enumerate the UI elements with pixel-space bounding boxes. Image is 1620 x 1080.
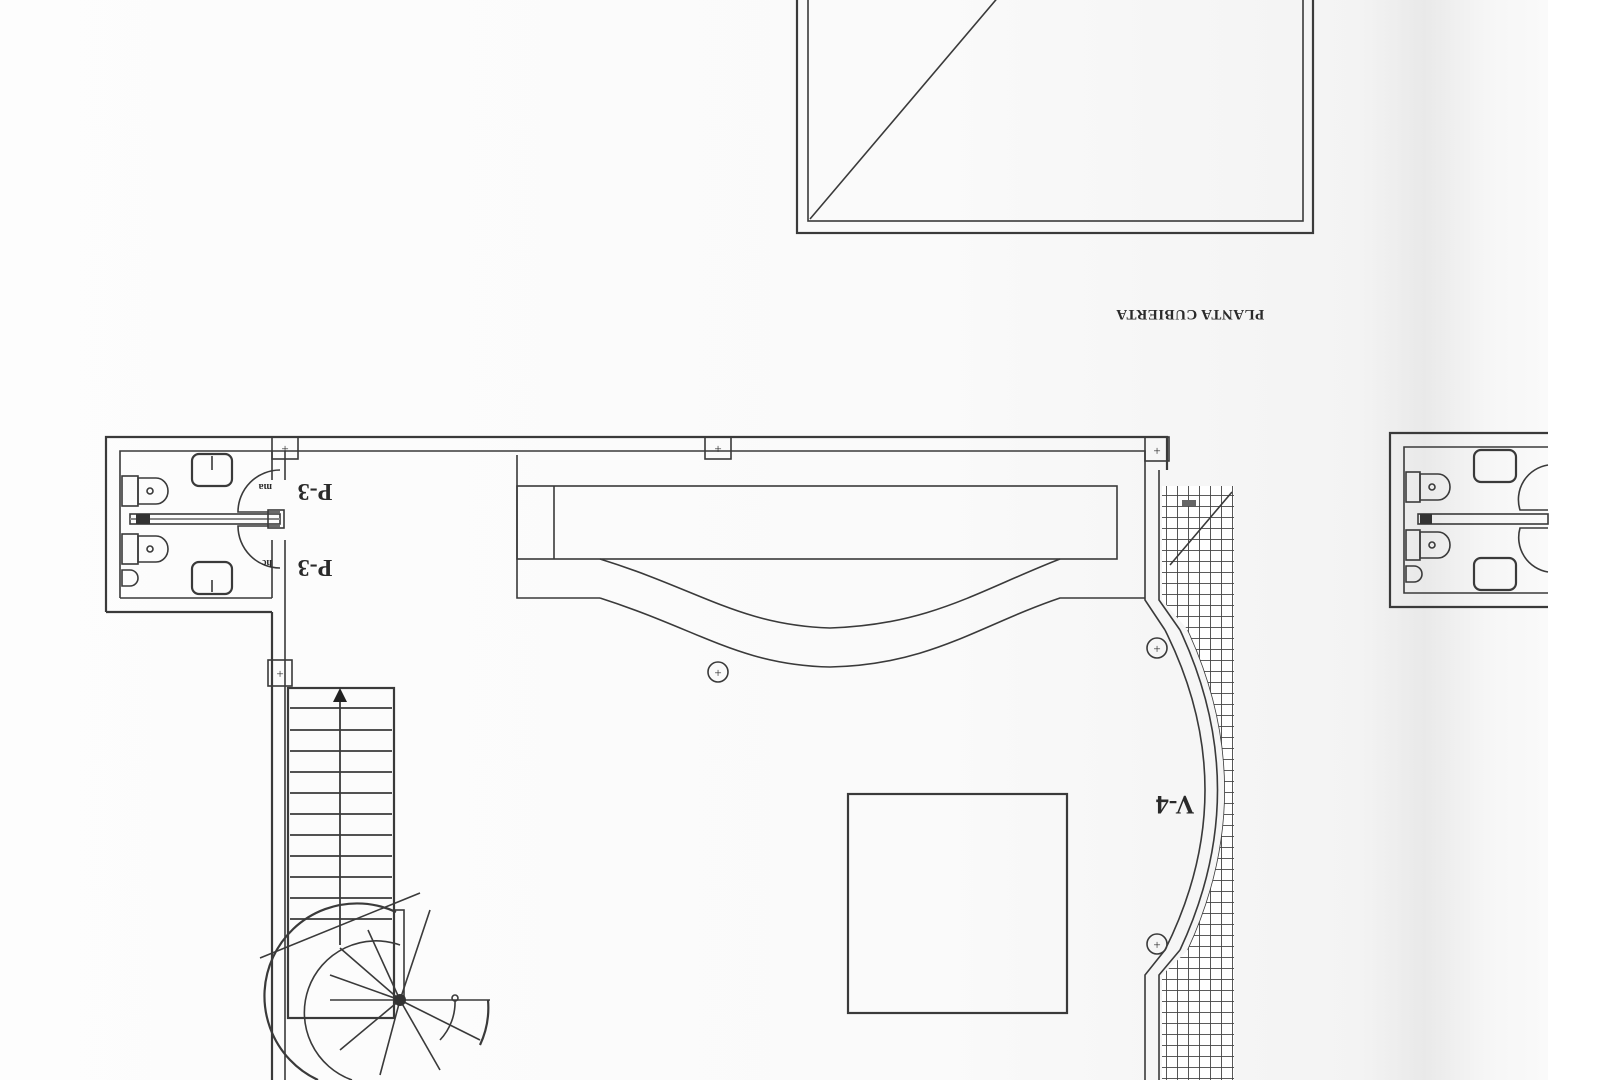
svg-text:+: +: [281, 441, 288, 456]
sheet-edge: [1548, 0, 1620, 1080]
light-points: + + +: [707, 637, 1168, 955]
svg-text:+: +: [714, 441, 721, 456]
scanned-sheet: [0, 0, 1548, 1080]
door-label-lower: P-3: [298, 554, 333, 580]
window-label: V-4: [1156, 790, 1195, 819]
plan-title: PLANTA CUBIERTA: [1116, 306, 1265, 322]
up-arrow-icon: [333, 688, 347, 702]
bar-counter: [516, 455, 1145, 668]
staircase: [286, 686, 396, 1020]
roof-plan: [795, 0, 1315, 235]
svg-text:+: +: [1153, 443, 1160, 458]
spiral-staircase: [259, 892, 490, 1080]
door-label-upper: P-3: [298, 478, 333, 504]
svg-text:+: +: [1153, 641, 1160, 656]
svg-text:+: +: [714, 665, 721, 680]
door-label-lower-suffix: hc: [261, 557, 272, 568]
column-markers: + + + +: [267, 436, 1170, 687]
svg-text:+: +: [1153, 937, 1160, 952]
svg-text:+: +: [276, 666, 283, 681]
restrooms: [121, 452, 285, 596]
partial-plan-right: [1388, 431, 1549, 609]
door-label-upper-suffix: ma: [259, 481, 272, 492]
building-outline: [104, 435, 1226, 1080]
square-feature: [846, 792, 1069, 1015]
